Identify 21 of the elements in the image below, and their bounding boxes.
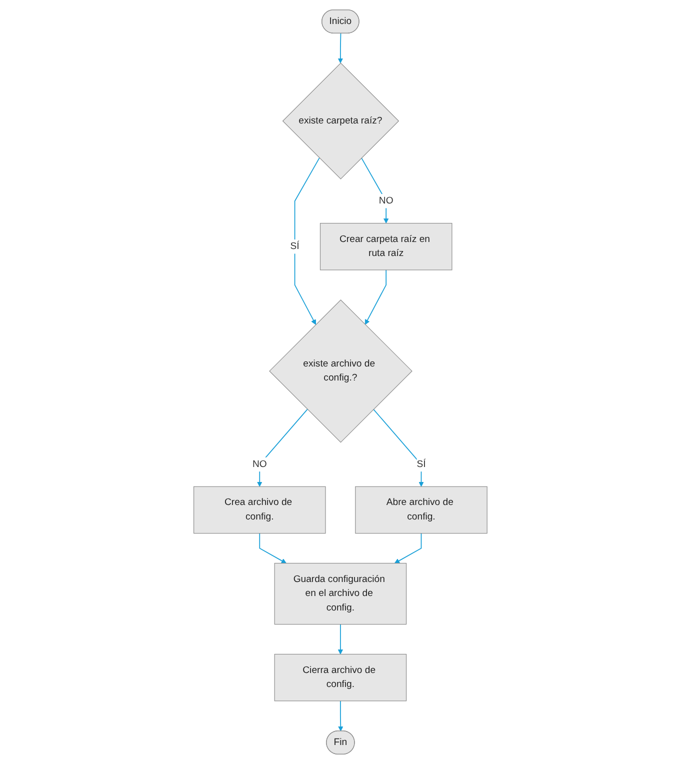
arrow bbox=[257, 408, 308, 487]
node-box: Crea archivo de config. bbox=[194, 486, 326, 534]
node-diamond: existe carpeta raíz? bbox=[282, 62, 400, 180]
edge-label: NO bbox=[252, 459, 267, 470]
node-box: Abre archivo de config. bbox=[355, 486, 488, 534]
node-box: Cierra archivo de config. bbox=[274, 654, 407, 702]
arrow bbox=[294, 157, 320, 325]
arrow bbox=[338, 33, 344, 64]
arrow bbox=[373, 408, 424, 487]
node-box: Crear carpeta raíz en ruta raíz bbox=[320, 222, 452, 270]
arrow bbox=[338, 700, 344, 732]
edge-label: NO bbox=[378, 196, 394, 206]
arrow bbox=[338, 624, 344, 654]
node-diamond: existe archivo de config.? bbox=[269, 299, 412, 443]
arrow bbox=[259, 532, 287, 564]
edge-label: SÍ bbox=[290, 241, 300, 252]
arrow bbox=[394, 532, 422, 564]
edge-label: SÍ bbox=[416, 459, 426, 470]
arrow bbox=[361, 157, 389, 224]
node-box: Guarda configuración en el archivo de config. bbox=[274, 562, 407, 625]
arrow bbox=[364, 270, 387, 325]
